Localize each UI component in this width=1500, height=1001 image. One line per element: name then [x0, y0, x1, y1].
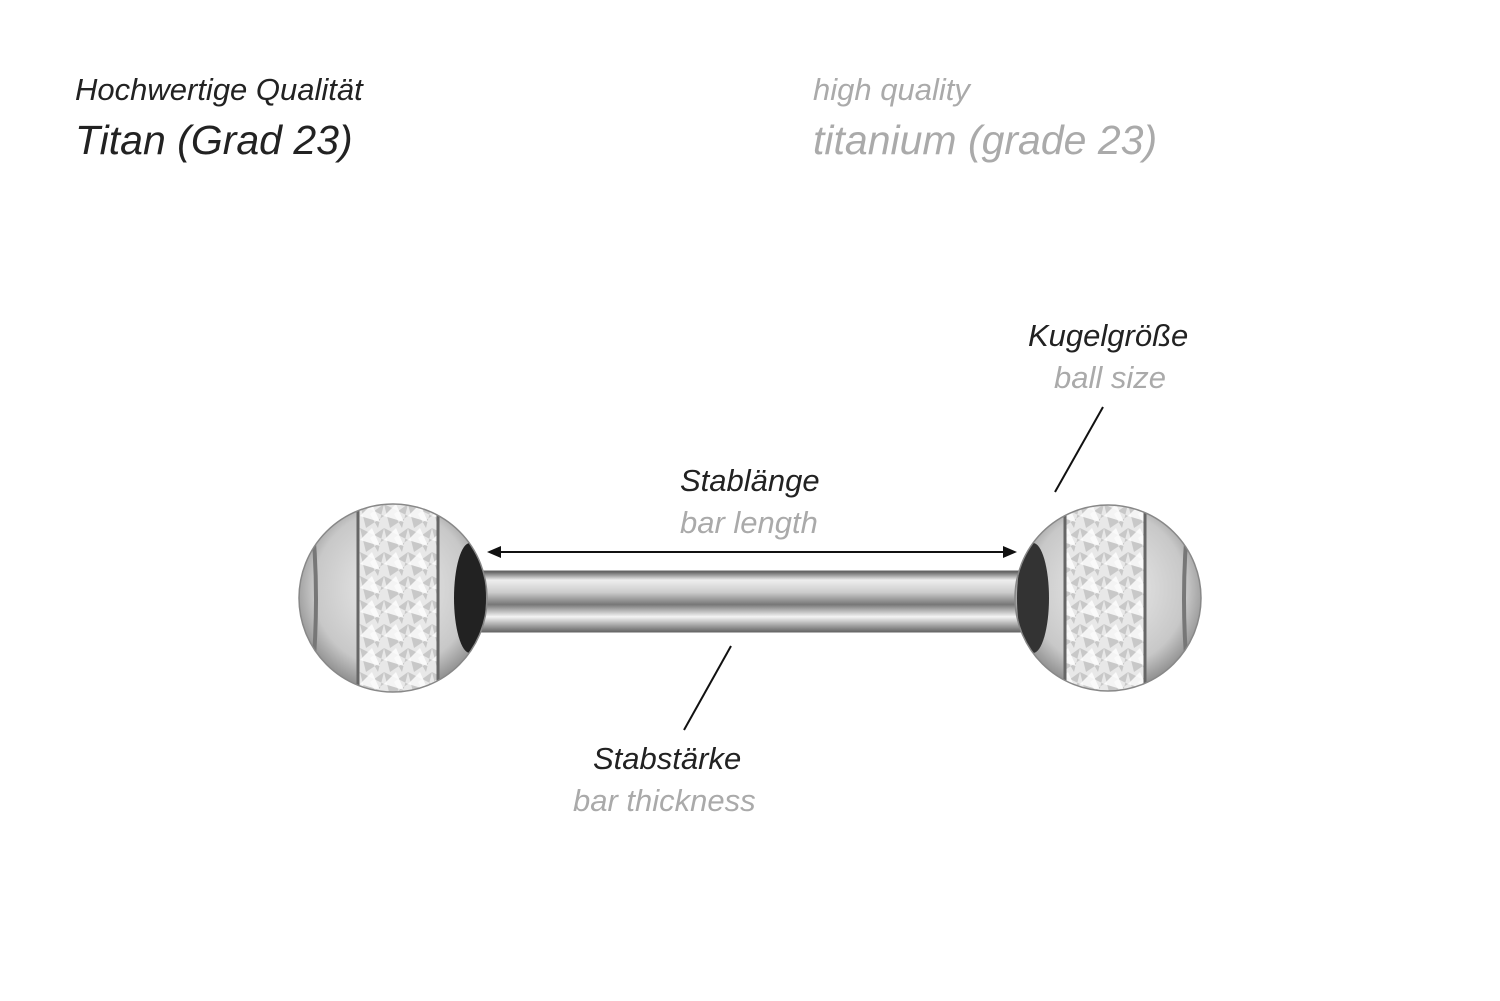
material-label-en: titanium (grade 23) — [813, 117, 1158, 163]
material-label-de: Titan (Grad 23) — [75, 117, 353, 163]
ball-size-label-en: ball size — [1054, 360, 1166, 395]
bar-thickness-label-en: bar thickness — [573, 783, 756, 818]
bar-length-label-en: bar length — [680, 505, 818, 540]
bar-thickness-label-de: Stabstärke — [593, 741, 742, 776]
quality-label-de: Hochwertige Qualität — [75, 72, 363, 107]
ball-size-label-de: Kugelgröße — [1028, 318, 1189, 353]
bar — [479, 570, 1026, 633]
ball-size-leader — [1054, 406, 1104, 493]
bar-length-arrow — [487, 546, 1017, 558]
right-ball — [1015, 505, 1201, 691]
bar-length-label-de: Stablänge — [680, 463, 820, 498]
bar-thickness-leader — [683, 645, 732, 731]
left-ball — [299, 504, 487, 692]
quality-label-en: high quality — [813, 72, 970, 107]
